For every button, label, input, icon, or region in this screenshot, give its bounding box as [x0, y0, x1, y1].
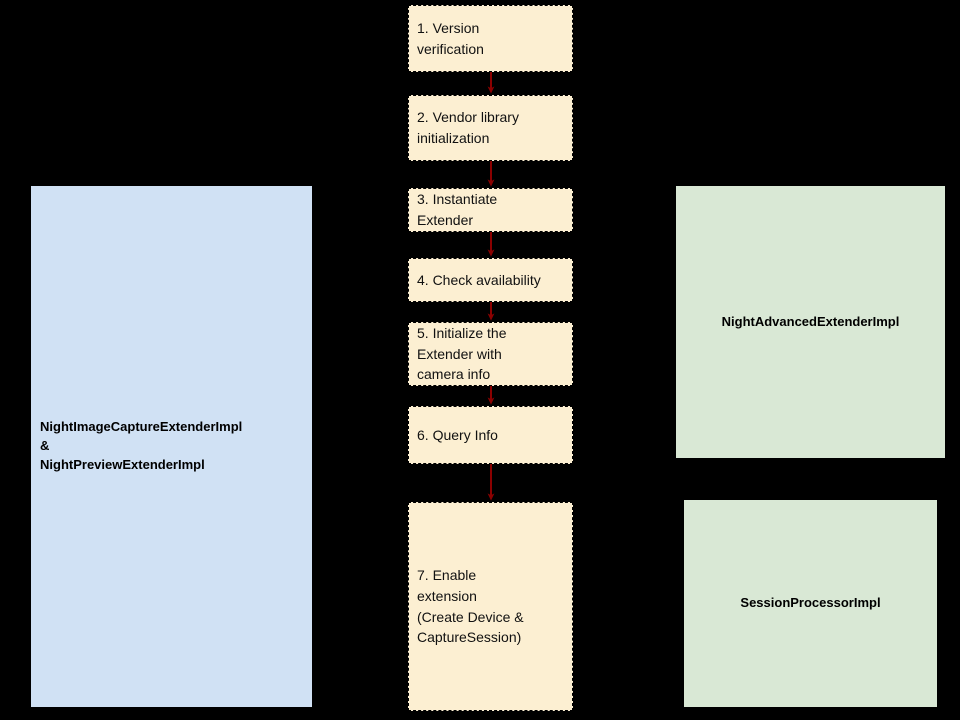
basic-extender-panel[interactable]: NightImageCaptureExtenderImpl & NightPre… — [31, 186, 312, 707]
flow-step-3-label: 3. Instantiate Extender — [417, 191, 498, 228]
advanced-extender-panel-label: NightAdvancedExtenderImpl — [721, 313, 900, 329]
advanced-extender-panel[interactable]: NightAdvancedExtenderImpl — [676, 186, 945, 458]
session-processor-panel-label: SessionProcessorImpl — [740, 595, 881, 611]
flow-step-5-initialize-extender-with-camera-info[interactable]: 5. Initialize the Extender with camera i… — [408, 322, 573, 386]
flow-step-5-label: 5. Initialize the Extender with camera i… — [417, 325, 507, 383]
flow-step-1-label: 1. Version verification — [417, 19, 484, 57]
flow-step-6-query-info[interactable]: 6. Query Info — [408, 406, 573, 464]
basic-extender-panel-label: NightImageCaptureExtenderImpl & NightPre… — [40, 419, 243, 472]
flow-step-4-check-availability[interactable]: 4. Check availability — [408, 258, 573, 302]
flow-step-7-label: 7. Enable extension (Create Device & Cap… — [417, 567, 524, 646]
flow-step-7-enable-extension[interactable]: 7. Enable extension (Create Device & Cap… — [408, 502, 573, 711]
flow-step-4-label: 4. Check availability — [417, 271, 541, 288]
flow-step-3-instantiate-extender[interactable]: 3. Instantiate Extender — [408, 188, 573, 232]
flow-step-2-label: 2. Vendor library initialization — [417, 109, 519, 146]
flow-step-1-version-verification[interactable]: 1. Version verification — [408, 5, 573, 72]
flow-step-2-vendor-library-initialization[interactable]: 2. Vendor library initialization — [408, 95, 573, 161]
flow-step-6-label: 6. Query Info — [417, 426, 498, 443]
session-processor-panel[interactable]: SessionProcessorImpl — [684, 500, 937, 707]
